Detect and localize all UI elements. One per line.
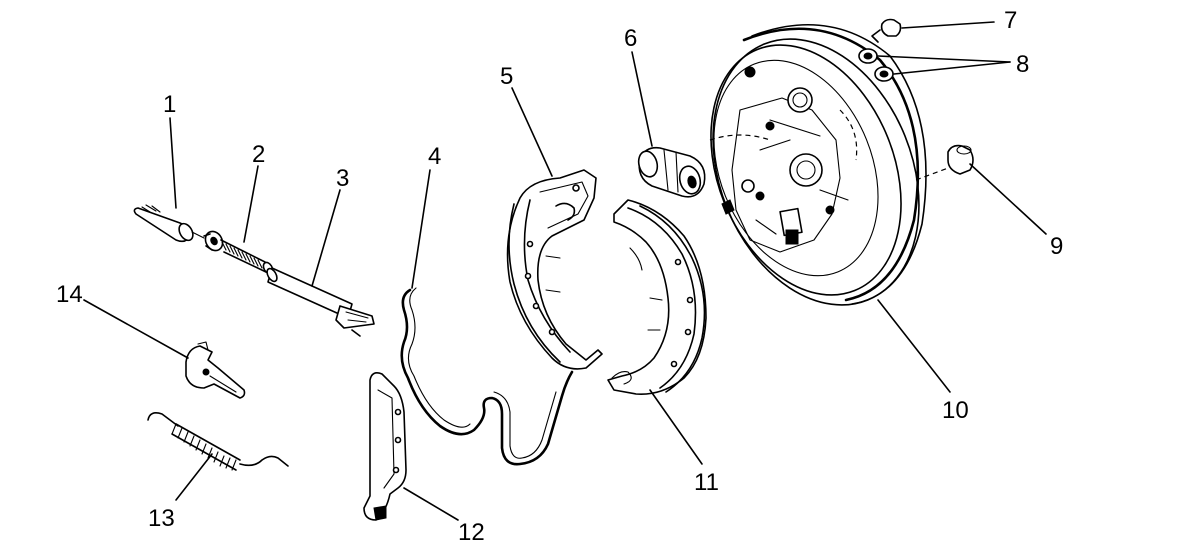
callout-1: 1 bbox=[163, 91, 176, 118]
callout-7: 7 bbox=[1004, 7, 1017, 34]
callout-12: 12 bbox=[458, 519, 485, 546]
callout-6: 6 bbox=[624, 25, 637, 52]
leader-2 bbox=[243, 165, 259, 243]
part-8-nuts bbox=[858, 48, 894, 82]
leader-12 bbox=[403, 487, 459, 521]
leader-8b bbox=[893, 61, 1011, 75]
part-10-backing-plate bbox=[709, 23, 927, 306]
callout-8: 8 bbox=[1016, 51, 1029, 78]
part-3-adjuster-strut bbox=[266, 267, 375, 337]
leader-1 bbox=[169, 117, 177, 209]
part-5-brake-shoe bbox=[506, 169, 603, 370]
part-14-adjuster-lever bbox=[185, 341, 246, 399]
leader-7 bbox=[901, 21, 995, 29]
part-4-brake-wire bbox=[400, 287, 574, 466]
callout-13: 13 bbox=[148, 505, 175, 532]
leader-9 bbox=[969, 163, 1047, 235]
part-9-bleeder-cap bbox=[915, 144, 974, 181]
part-11-brake-shoe bbox=[607, 199, 707, 395]
callout-4: 4 bbox=[428, 143, 441, 170]
part-2-adjuster-screw bbox=[203, 230, 274, 275]
part-1-adjuster-socket bbox=[133, 204, 205, 243]
part-7-bolt bbox=[871, 18, 902, 43]
callout-14: 14 bbox=[56, 281, 83, 308]
callout-9: 9 bbox=[1050, 233, 1063, 260]
leader-lines bbox=[83, 21, 1047, 521]
leader-13 bbox=[175, 453, 213, 501]
callout-2: 2 bbox=[252, 141, 265, 168]
callout-numbers: 1 2 3 4 5 6 7 8 9 10 11 12 13 14 bbox=[56, 7, 1063, 546]
callout-3: 3 bbox=[336, 165, 349, 192]
callout-11: 11 bbox=[694, 469, 719, 496]
leader-6 bbox=[631, 51, 653, 147]
leader-11 bbox=[649, 389, 703, 465]
part-12-strut-plate bbox=[363, 372, 407, 521]
leader-3 bbox=[311, 189, 341, 287]
leader-10 bbox=[877, 299, 951, 393]
part-13-adjuster-spring bbox=[147, 412, 289, 471]
leader-8a bbox=[877, 55, 1011, 63]
part-6-wheel-cylinder bbox=[637, 146, 706, 198]
leader-14 bbox=[83, 299, 189, 359]
callout-10: 10 bbox=[942, 397, 969, 424]
leader-4 bbox=[411, 169, 431, 289]
leader-5 bbox=[511, 87, 553, 177]
callout-5: 5 bbox=[500, 63, 513, 90]
